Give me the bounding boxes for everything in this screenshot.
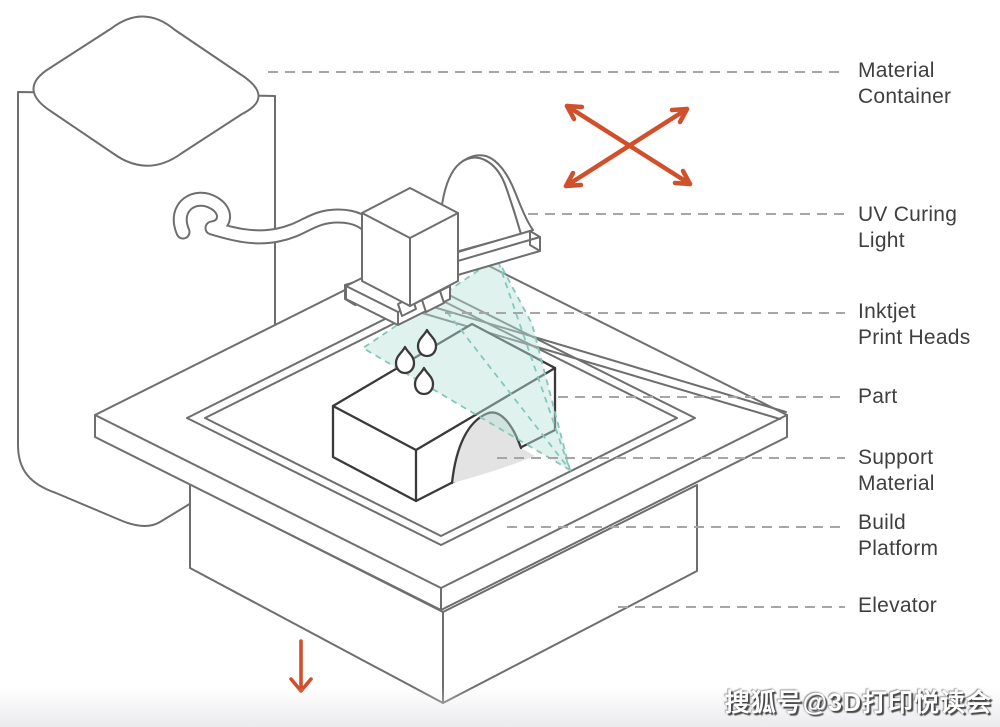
ink-droplets (394, 328, 438, 396)
support-material-shape (452, 412, 535, 483)
label-line: Light (858, 229, 905, 252)
label-support-material: Support Material (858, 445, 935, 497)
label-line: Inktjet (858, 300, 916, 323)
label-line: Part (858, 385, 898, 408)
bottom-fade (0, 687, 1000, 727)
label-line: Print Heads (858, 326, 971, 349)
uv-lamp-shape (438, 154, 534, 257)
leader-lines (268, 71, 845, 608)
label-inkjet-print-heads: Inktjet Print Heads (858, 299, 970, 351)
label-elevator: Elevator (858, 593, 937, 619)
down-arrow-icon (289, 639, 313, 693)
print-head-shape (345, 187, 459, 326)
label-line: Build (858, 511, 906, 534)
label-part: Part (858, 384, 898, 410)
label-material-container: Material Container (858, 58, 951, 110)
feed-tube (172, 191, 382, 245)
label-line: Material (858, 472, 935, 495)
part-shape (331, 322, 557, 503)
label-line: Material (858, 59, 935, 82)
label-line: Container (858, 85, 952, 108)
label-line: Platform (858, 537, 939, 560)
label-build-platform: Build Platform (858, 510, 938, 562)
watermark: 搜狐号@3D打印悦读会 (724, 689, 992, 717)
label-uv-curing-light: UV Curing Light (858, 202, 957, 254)
label-line: UV Curing (858, 203, 958, 226)
xy-axes-arrows-icon (563, 103, 693, 189)
label-line: Support (858, 446, 934, 469)
label-line: Elevator (858, 594, 938, 617)
